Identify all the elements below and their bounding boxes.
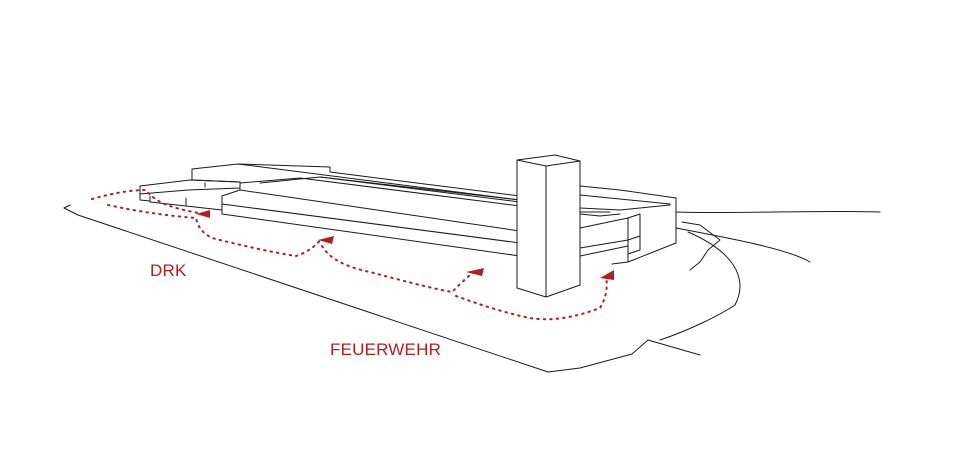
arrowhead-icon: [318, 236, 334, 244]
site-contour-2: [675, 227, 811, 263]
site-contour-3: [687, 231, 741, 306]
arrowhead-icon: [196, 210, 210, 218]
site-outline-right: [681, 221, 721, 271]
road-edge: [659, 304, 736, 341]
label-drk: DRK: [150, 261, 187, 280]
label-feuerwehr: FEUERWEHR: [330, 340, 442, 359]
route-drk-lower: [107, 204, 323, 258]
arrowhead-icon: [600, 270, 614, 280]
right-block: [579, 185, 677, 265]
route-drk: [91, 188, 209, 215]
route-feuerwehr: [321, 245, 477, 294]
site-contour: [675, 210, 881, 214]
route-feuerwehr-lower: [455, 275, 608, 321]
main-block: [191, 163, 671, 257]
tower: [516, 154, 581, 298]
site-outline: [63, 204, 701, 373]
arrowhead-icon: [466, 268, 484, 276]
